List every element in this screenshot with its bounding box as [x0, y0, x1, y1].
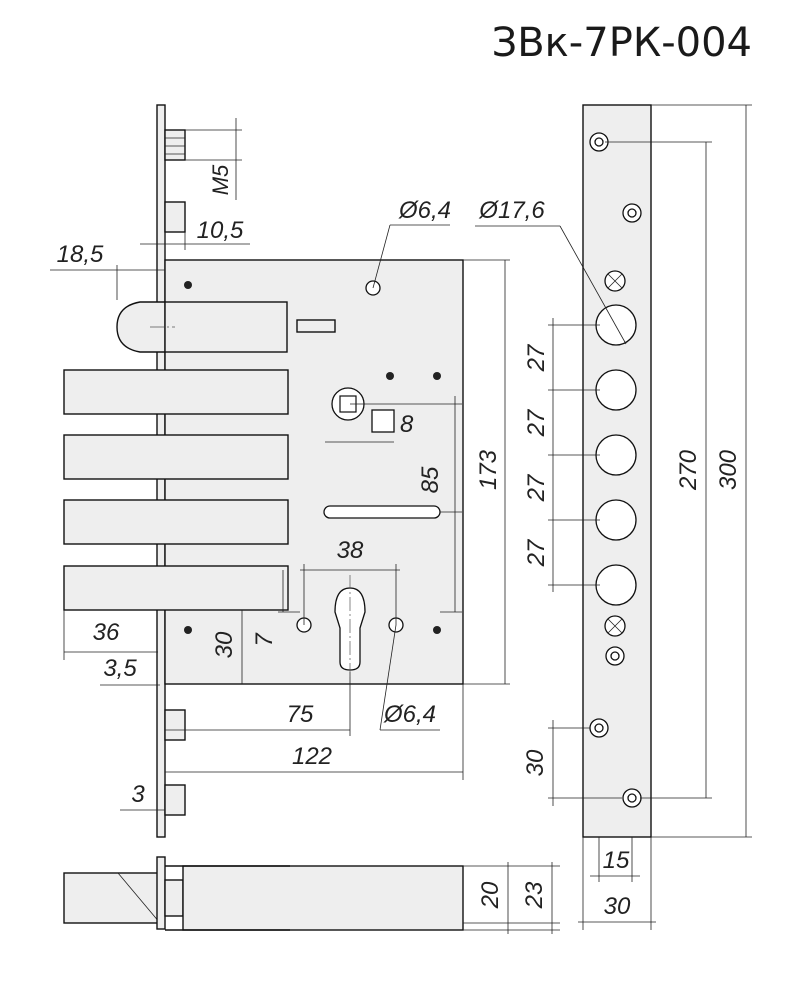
dim-3: 3: [131, 781, 145, 808]
dim-phi17-6: Ø17,6: [478, 197, 545, 224]
dimension-lines-strip: [475, 104, 752, 930]
dim-phi6-4-bottom: Ø6,4: [383, 701, 436, 728]
dim-m5: M5: [208, 164, 233, 195]
dim-7: 7: [251, 632, 278, 647]
dimension-lines-plan: [463, 862, 560, 934]
dim-3-5: 3,5: [103, 655, 137, 682]
dim-36: 36: [93, 619, 120, 646]
dim-173: 173: [475, 449, 502, 490]
latch-bolt: [116, 301, 288, 353]
dimension-lines-front: [50, 118, 510, 811]
rivet-icon: [184, 281, 441, 634]
dim-270: 270: [675, 449, 702, 491]
dim-27-b: 27: [523, 408, 550, 437]
dim-85: 85: [417, 466, 444, 493]
dim-10-5: 10,5: [197, 217, 244, 244]
dim-23: 23: [521, 881, 548, 909]
plan-view: [63, 856, 464, 931]
dim-15: 15: [603, 847, 630, 874]
center-lines: [150, 326, 351, 680]
deadbolts: [63, 369, 289, 611]
dim-38: 38: [337, 537, 364, 564]
dim-phi6-4-top: Ø6,4: [398, 197, 451, 224]
dim-30-strip: 30: [522, 749, 549, 776]
drawing-title: ЗВк-7РК-004: [492, 20, 752, 66]
dim-122: 122: [292, 743, 332, 770]
dim-square-8: 8: [400, 411, 414, 438]
dim-300: 300: [715, 449, 742, 490]
dim-30-bottom: 30: [604, 893, 631, 920]
dim-27-c: 27: [523, 473, 550, 502]
dim-27-a: 27: [523, 343, 550, 372]
dim-18-5: 18,5: [57, 241, 104, 268]
dim-30-left: 30: [211, 631, 238, 658]
strike-strip: [582, 104, 652, 838]
dim-27-d: 27: [523, 538, 550, 567]
dim-75: 75: [287, 701, 314, 728]
dim-20: 20: [477, 881, 504, 909]
